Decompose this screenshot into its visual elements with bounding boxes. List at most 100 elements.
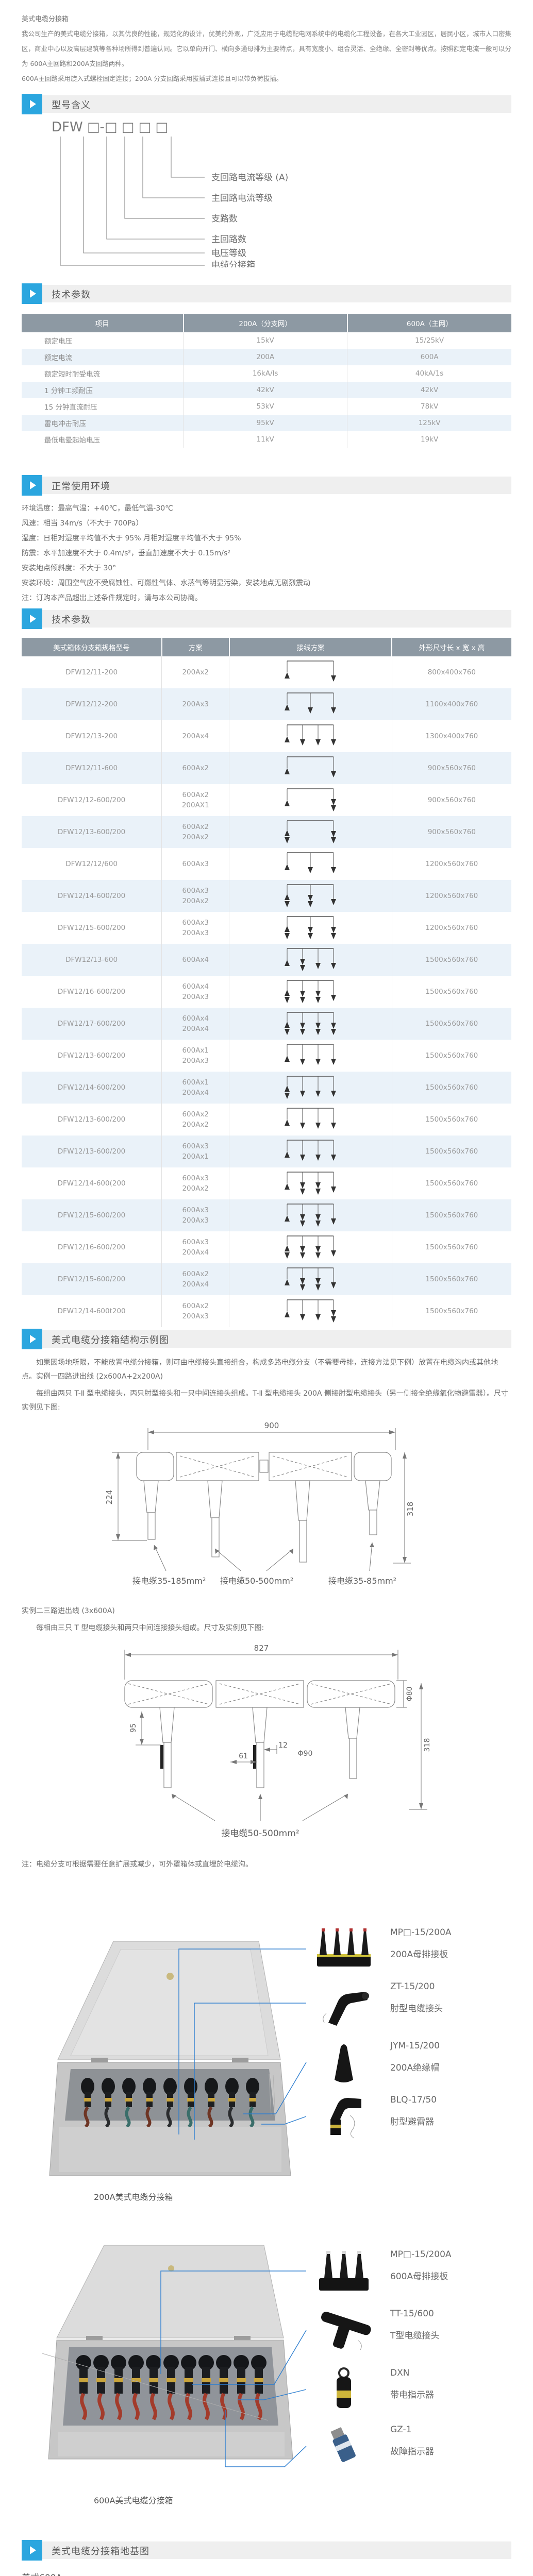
component-name: T型电缆接头 — [390, 2331, 440, 2341]
component-name: 故障指示器 — [390, 2447, 434, 2457]
wiring-diagram — [285, 724, 337, 745]
wiring-diagram — [285, 884, 337, 907]
table-cell: 额定电流 — [44, 354, 72, 362]
table-cell: 78kV — [347, 398, 511, 415]
column-header: 项目 — [22, 314, 184, 332]
component-name: 肘型避雷器 — [390, 2117, 434, 2127]
spec-model: DFW12/14-600t200 — [57, 1307, 126, 1315]
spec-dimensions: 900x560x760 — [391, 816, 511, 848]
spec-model: DFW12/17-600/200 — [57, 1020, 126, 1028]
spec-wiring-diagram — [229, 1008, 392, 1040]
table-cell: 额定电压 — [44, 337, 72, 346]
spec-wiring-diagram — [229, 816, 392, 848]
wiring-diagram — [285, 1267, 337, 1291]
spec-wiring-diagram — [229, 912, 392, 944]
spec-dimensions: 1500x560x760 — [391, 1008, 511, 1040]
wiring-diagram — [285, 788, 337, 811]
wiring-diagram — [285, 1108, 337, 1129]
dim-12: 12 — [278, 1741, 288, 1750]
wiring-diagram — [285, 1204, 337, 1227]
label-cable-50-500: 接电缆50-500mm² — [220, 1576, 293, 1586]
column-header: 200A（分支网） — [182, 314, 347, 332]
table-cell: 95kV — [182, 415, 347, 431]
spec-model: DFW12/13-600/200 — [57, 1147, 126, 1156]
spec-model: DFW12/12-200 — [65, 700, 118, 708]
wiring-diagram — [285, 852, 337, 873]
spec-scheme: 200Ax4 — [161, 720, 229, 752]
spec-scheme: 600Ax2 — [161, 752, 229, 784]
component-name: 600A母排接板 — [390, 2272, 448, 2282]
component-code: ZT-15/200 — [390, 1981, 435, 1992]
spec-wiring-diagram — [229, 1167, 392, 1199]
table-cell: 200A — [182, 349, 347, 365]
env-condition-line: 防震：水平加速度不大于 0.4m/s²，垂直加速度不大于 0.15m/s² — [22, 549, 230, 557]
spec-dimensions: 800x400x760 — [391, 656, 511, 688]
elbow-connector-icon — [323, 1992, 369, 2026]
spec-dimensions: 1500x560x760 — [391, 1199, 511, 1231]
table-cell: 雷电冲击耐压 — [44, 420, 86, 428]
dim-900: 900 — [264, 1421, 279, 1430]
t-connector-icon — [321, 2312, 371, 2350]
section-title-model-meaning: 型号含义 — [52, 100, 91, 111]
table-cell: 1 分钟工频耐压 — [44, 387, 93, 395]
spec-model: DFW12/11-600 — [65, 764, 118, 772]
spec-wiring-diagram — [229, 1263, 392, 1295]
column-header: 外形尺寸长 x 宽 x 高 — [391, 638, 511, 656]
structure-paragraph-1: 如果因场地所限，不能放置电缆分接箱，则可由电缆接头直接组合，构成多路电缆分支（不… — [22, 1359, 498, 1381]
spec-model: DFW12/13-600 — [65, 956, 118, 964]
spec-dimensions: 1200x560x760 — [391, 848, 511, 880]
spec-dimensions: 1500x560x760 — [391, 1295, 511, 1327]
spec-dimensions: 900x560x760 — [391, 752, 511, 784]
column-header: 600A（主网） — [346, 314, 511, 332]
spec-dimensions: 900x560x760 — [391, 784, 511, 816]
spec-wiring-diagram — [229, 720, 392, 752]
model-label-main-count: 主回路数 — [211, 234, 246, 245]
spec-dimensions: 1500x560x760 — [391, 976, 511, 1008]
table-cell: 16kA/ls — [182, 365, 347, 382]
model-code-text: DFW □-□ □ □ □ — [52, 120, 168, 135]
spec-model: DFW12/15-600/200 — [57, 924, 126, 932]
component-code: GZ-1 — [390, 2425, 412, 2435]
intro-paragraph-1: 我公司生产的美式电缆分接箱，以其优良的性能，规范化的设计，优美的外观，广泛应用于… — [22, 30, 512, 67]
column-header: 接线方案 — [228, 638, 392, 656]
foundation-sub-600a: 美式600A — [22, 2570, 511, 2576]
model-label-branch-current: 支回路电流等级 (A) — [211, 173, 288, 183]
spec-dimensions: 1100x400x760 — [391, 688, 511, 720]
spec-row: DFW12/11-600 600Ax2 900x560x760 — [22, 752, 511, 784]
cabinet-photo-200a — [49, 1941, 291, 2176]
example1-dimension-drawing: 900 224 318 — [105, 1421, 415, 1586]
column-header: 方案 — [161, 638, 229, 656]
section-bar-model-meaning: 型号含义 — [22, 94, 511, 114]
spec-model: DFW12/13-600/200 — [57, 1052, 126, 1060]
spec-model: DFW12/16-600/200 — [57, 988, 126, 996]
model-label-main-current: 主回路电流等级 — [211, 193, 273, 204]
spec-wiring-diagram — [229, 752, 392, 784]
model-code-diagram: DFW □-□ □ □ □ 支回路电流等级 (A) 主回路电流等级 支路数 主回… — [52, 120, 288, 270]
model-label-voltage: 电压等级 — [211, 248, 246, 259]
label-cable-50-500-2: 接电缆50-500mm² — [221, 1828, 299, 1839]
dim-61: 61 — [239, 1752, 248, 1760]
table-cell: 600A — [347, 349, 511, 365]
spec-model: DFW12/12/600 — [65, 860, 118, 868]
spec-wiring-diagram — [229, 848, 392, 880]
wiring-diagram — [285, 1235, 337, 1259]
component-code: TT-15/600 — [390, 2309, 434, 2319]
spec-dimensions: 1300x400x760 — [391, 720, 511, 752]
table-cell: 42kV — [347, 382, 511, 398]
